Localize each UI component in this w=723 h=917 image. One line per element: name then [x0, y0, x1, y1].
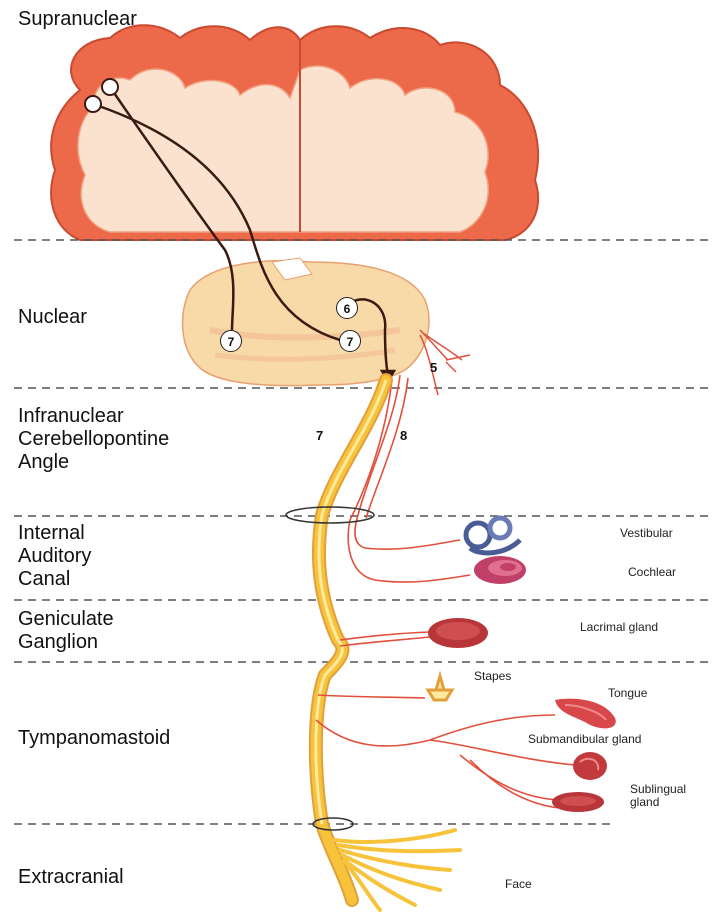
level-internal-auditory-canal: Internal Auditory Canal	[18, 522, 91, 591]
stapes-icon	[428, 676, 452, 700]
nucleus-7-right: 7	[339, 330, 361, 352]
submandibular-gland-icon	[573, 752, 607, 780]
upper-motor-neuron-2	[85, 96, 101, 112]
label-tongue: Tongue	[608, 687, 647, 700]
label-vestibular: Vestibular	[620, 527, 673, 540]
nerve-8	[348, 375, 470, 582]
label-face: Face	[505, 878, 532, 891]
level-infranuclear: Infranuclear Cerebellopontine Angle	[18, 405, 169, 474]
sublingual-gland-icon	[552, 792, 604, 812]
vestibular-labyrinth-icon	[466, 518, 520, 553]
nucleus-7-left: 7	[220, 330, 242, 352]
label-cochlear: Cochlear	[628, 566, 676, 579]
brain-cortex	[51, 25, 538, 240]
brainstem-pons	[183, 258, 470, 395]
label-lacrimal-gland: Lacrimal gland	[580, 621, 658, 634]
lacrimal-gland-icon	[428, 618, 488, 648]
branches	[316, 632, 575, 808]
tongue-icon	[555, 699, 616, 729]
nerve-7-label: 7	[316, 428, 323, 443]
level-tympanomastoid: Tympanomastoid	[18, 727, 170, 750]
label-submandibular-gland: Submandibular gland	[528, 733, 641, 746]
cochlea-icon	[474, 556, 526, 584]
level-extracranial: Extracranial	[18, 866, 124, 889]
nerve-5-label: 5	[430, 360, 437, 375]
upper-motor-neuron-1	[102, 79, 118, 95]
nerve-8-label: 8	[400, 428, 407, 443]
level-supranuclear: Supranuclear	[18, 8, 137, 31]
level-nuclear: Nuclear	[18, 306, 87, 329]
label-sublingual-gland: Sublingual gland	[630, 783, 686, 809]
level-geniculate-ganglion: Geniculate Ganglion	[18, 608, 114, 654]
label-stapes: Stapes	[474, 670, 511, 683]
nucleus-6: 6	[336, 297, 358, 319]
